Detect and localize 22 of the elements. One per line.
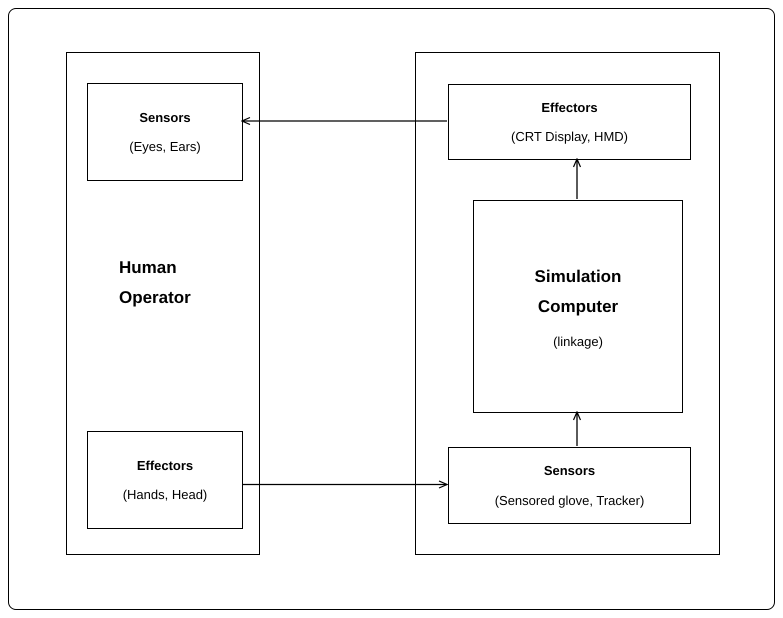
component-box	[473, 200, 683, 413]
panel-title: Human Operator	[119, 257, 192, 309]
box-title: Effectors	[136, 456, 194, 474]
box-subtitle: (Sensored glove, Tracker)	[494, 492, 644, 510]
arrow	[572, 411, 582, 446]
arrow	[242, 480, 448, 489]
box-title: Simulation Computer	[534, 266, 622, 318]
box-title: Sensors	[544, 462, 596, 480]
component-box	[87, 83, 243, 181]
component-box	[448, 84, 691, 160]
component-box	[87, 431, 243, 529]
box-title: Sensors	[139, 108, 191, 126]
box-title: Effectors	[541, 98, 598, 116]
box-subtitle: (Eyes, Ears)	[129, 138, 201, 156]
component-box	[448, 447, 691, 524]
arrow	[572, 158, 582, 199]
box-subtitle: (linkage)	[553, 332, 603, 351]
system-panel	[415, 52, 720, 555]
box-subtitle: (Hands, Head)	[122, 486, 208, 504]
arrow	[241, 116, 447, 126]
operator-panel	[66, 52, 260, 555]
box-subtitle: (CRT Display, HMD)	[510, 128, 628, 146]
